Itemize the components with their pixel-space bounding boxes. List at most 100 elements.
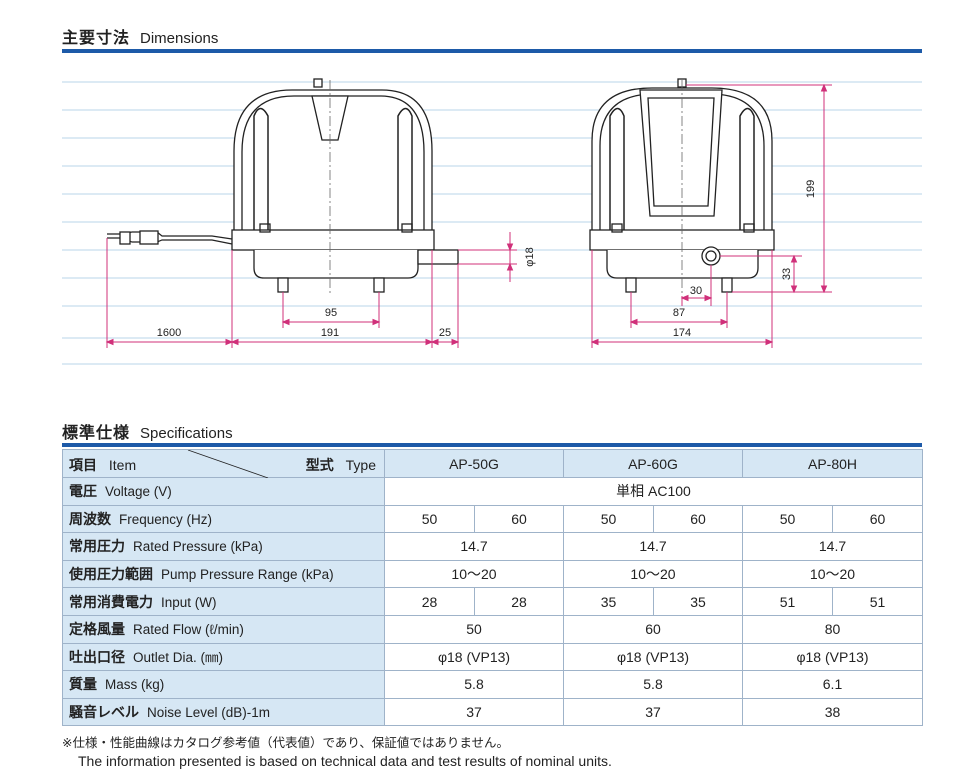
header-corner-cell: 項目 Item 型式 Type	[62, 449, 385, 478]
row-label-en: Voltage (V)	[105, 484, 172, 500]
table-cell: 35	[653, 587, 743, 616]
table-row-outlet-dia: 吐出口径 Outlet Dia. (㎜) φ18 (VP13) φ18 (VP13…	[62, 642, 923, 672]
row-label-en: Noise Level (dB)-1m	[147, 705, 271, 721]
row-label-jp: 騒音レベル	[69, 705, 139, 722]
table-cell: 37	[563, 697, 743, 727]
dim-right-foot-spacing: 87	[673, 307, 685, 319]
table-cell: 10～20	[563, 559, 743, 589]
dim-outlet-length: 25	[439, 327, 451, 339]
model-header: AP-80H	[742, 449, 923, 478]
table-cell: 6.1	[742, 670, 923, 699]
footnote: ※仕様・性能曲線はカタログ参考値（代表値）であり、保証値ではありません。 The…	[62, 734, 612, 770]
footnote-en: The information presented is based on te…	[78, 753, 612, 769]
model-header: AP-60G	[563, 449, 743, 478]
corner-diagonal	[187, 450, 269, 478]
table-cell: 5.8	[563, 670, 743, 699]
table-header-row: 項目 Item 型式 Type AP-50G AP-60G AP-80H	[62, 449, 923, 478]
dimensions-title-en: Dimensions	[140, 30, 219, 47]
model-header: AP-50G	[384, 449, 564, 478]
spec-table: 項目 Item 型式 Type AP-50G AP-60G AP-80H 電圧 V…	[62, 449, 923, 727]
table-row-input: 常用消費電力 Input (W) 28 28 35 35 51 51	[62, 587, 923, 616]
table-row-rated-pressure: 常用圧力 Rated Pressure (kPa) 14.7 14.7 14.7	[62, 532, 923, 561]
row-label: 騒音レベル Noise Level (dB)-1m	[62, 697, 385, 727]
row-label-en: Mass (kg)	[105, 677, 165, 693]
table-cell: 10～20	[384, 559, 564, 589]
row-label-en: Outlet Dia. (㎜)	[133, 650, 224, 666]
row-label-en: Input (W)	[161, 594, 217, 610]
table-cell: 38	[742, 697, 923, 727]
row-label-en: Rated Flow (ℓ/min)	[133, 622, 244, 638]
row-label: 周波数 Frequency (Hz)	[62, 504, 385, 534]
table-row-pressure-range: 使用圧力範囲 Pump Pressure Range (kPa) 10～20 10…	[62, 559, 923, 589]
row-label-en: Frequency (Hz)	[119, 511, 213, 527]
table-cell: 14.7	[384, 532, 564, 561]
table-cell: φ18 (VP13)	[563, 642, 743, 672]
specifications-rule	[62, 443, 922, 447]
table-cell: 14.7	[563, 532, 743, 561]
dimensions-title-jp: 主要寸法	[62, 28, 131, 47]
table-row-mass: 質量 Mass (kg) 5.8 5.8 6.1	[62, 670, 923, 699]
table-cell: 50	[384, 504, 475, 534]
row-label-jp: 使用圧力範囲	[69, 567, 153, 584]
corner-item-en: Item	[108, 457, 137, 473]
table-cell: 60	[832, 504, 923, 534]
dimensions-rule	[62, 49, 922, 53]
table-cell: 50	[384, 614, 564, 644]
table-cell: 10～20	[742, 559, 923, 589]
table-cell: 35	[563, 587, 654, 616]
row-label: 常用圧力 Rated Pressure (kPa)	[62, 532, 385, 561]
table-cell: 14.7	[742, 532, 923, 561]
table-row-noise-level: 騒音レベル Noise Level (dB)-1m 37 37 38	[62, 697, 923, 727]
dim-right-width: 174	[673, 327, 691, 339]
row-label: 電圧 Voltage (V)	[62, 477, 385, 506]
table-cell: 単相 AC100	[384, 477, 923, 506]
row-label: 使用圧力範囲 Pump Pressure Range (kPa)	[62, 559, 385, 589]
specifications-title-jp: 標準仕様	[62, 423, 131, 442]
table-row-voltage: 電圧 Voltage (V) 単相 AC100	[62, 477, 923, 506]
row-label-en: Rated Pressure (kPa)	[133, 539, 263, 555]
corner-type-en: Type	[345, 457, 376, 473]
dim-outlet-height: 33	[781, 268, 793, 280]
table-cell: 60	[563, 614, 743, 644]
row-label-en: Pump Pressure Range (kPa)	[161, 567, 334, 583]
row-label-jp: 常用消費電力	[69, 594, 153, 611]
table-cell: 37	[384, 697, 564, 727]
dim-left-width: 191	[321, 327, 339, 339]
table-cell: φ18 (VP13)	[742, 642, 923, 672]
table-cell: 80	[742, 614, 923, 644]
dimension-lines	[105, 83, 832, 348]
row-label: 常用消費電力 Input (W)	[62, 587, 385, 616]
table-cell: 51	[742, 587, 833, 616]
table-cell: 51	[832, 587, 923, 616]
dim-outlet-offset: 30	[690, 285, 702, 297]
dim-cord-length: 1600	[157, 327, 181, 339]
table-cell: 50	[742, 504, 833, 534]
table-cell: 60	[653, 504, 743, 534]
corner-item-jp: 項目	[69, 458, 97, 474]
table-cell: 28	[474, 587, 564, 616]
table-cell: 60	[474, 504, 564, 534]
pump-left-view	[107, 78, 459, 293]
row-label: 定格風量 Rated Flow (ℓ/min)	[62, 614, 385, 644]
row-label-jp: 定格風量	[69, 622, 125, 639]
dimension-drawing: 1600 191 25 95 φ18 174 87 30 199 33	[62, 78, 922, 365]
row-label-jp: 質量	[69, 677, 97, 694]
row-label-jp: 周波数	[69, 511, 111, 528]
row-label: 吐出口径 Outlet Dia. (㎜)	[62, 642, 385, 672]
specifications-heading: 標準仕様 Specifications	[62, 419, 233, 443]
table-cell: 5.8	[384, 670, 564, 699]
dimensions-heading: 主要寸法 Dimensions	[62, 24, 218, 48]
table-cell: 28	[384, 587, 475, 616]
dim-height: 199	[805, 180, 817, 198]
footnote-jp: ※仕様・性能曲線はカタログ参考値（代表値）であり、保証値ではありません。	[62, 735, 509, 750]
table-cell: φ18 (VP13)	[384, 642, 564, 672]
row-label-jp: 吐出口径	[69, 650, 125, 667]
row-label: 質量 Mass (kg)	[62, 670, 385, 699]
specifications-title-en: Specifications	[140, 425, 233, 442]
dim-outlet-dia: φ18	[524, 247, 536, 266]
table-cell: 50	[563, 504, 654, 534]
row-label-jp: 電圧	[69, 484, 97, 501]
row-label-jp: 常用圧力	[69, 539, 125, 556]
table-row-rated-flow: 定格風量 Rated Flow (ℓ/min) 50 60 80	[62, 614, 923, 644]
corner-type-jp: 型式	[305, 458, 334, 474]
